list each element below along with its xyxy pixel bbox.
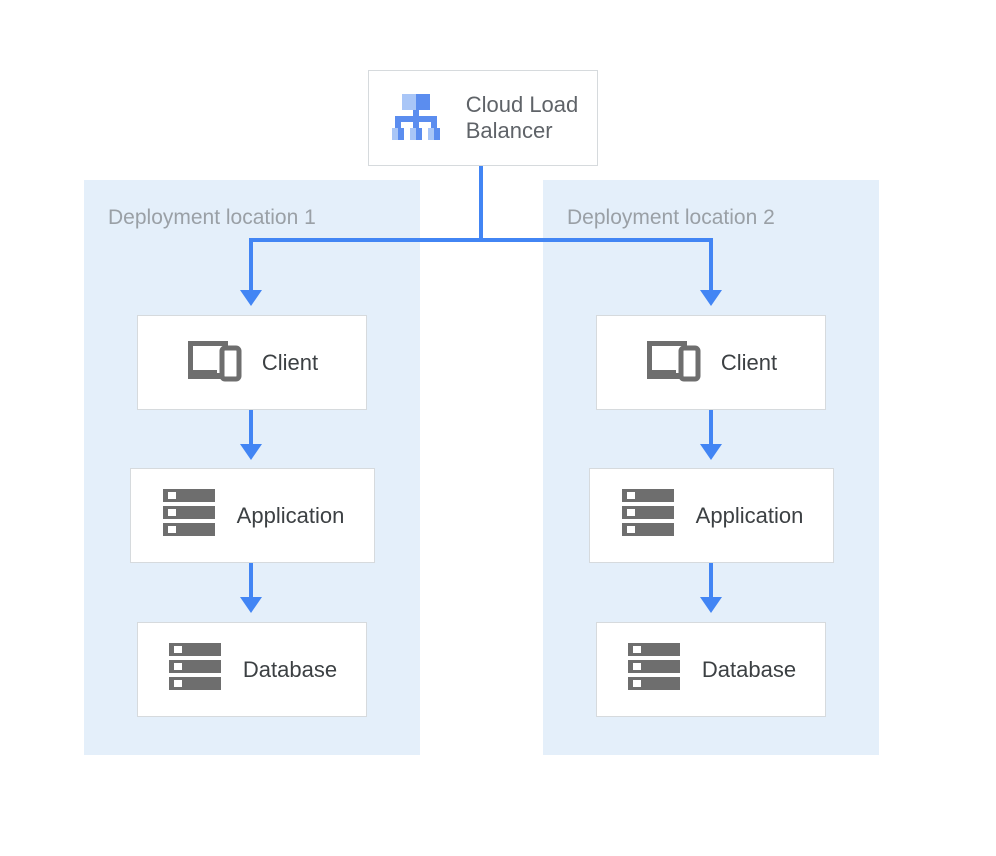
connector-client-2-to-application-2 <box>709 410 713 448</box>
connector-horizontal-bus <box>249 238 713 242</box>
node-application-1[interactable]: Application <box>130 468 375 563</box>
node-cloud-load-balancer[interactable]: Cloud Load Balancer <box>368 70 598 166</box>
cloud-load-balancer-icon <box>388 88 444 149</box>
node-label-database-1: Database <box>242 656 338 682</box>
connector-client-1-to-application-1 <box>249 410 253 448</box>
arrow-application-2-to-database-2 <box>700 597 722 613</box>
node-label-cloud-load-balancer: Cloud Load Balancer <box>465 92 579 143</box>
node-application-2[interactable]: Application <box>589 468 834 563</box>
connector-lb-stem <box>479 166 483 242</box>
arrow-lb-to-client-1 <box>240 290 262 306</box>
node-label-application-2: Application <box>695 502 804 528</box>
connector-lb-to-client-2 <box>709 238 713 292</box>
arrow-client-1-to-application-1 <box>240 444 262 460</box>
connector-application-2-to-database-2 <box>709 563 713 601</box>
server-stack-icon <box>167 641 223 698</box>
arrow-lb-to-client-2 <box>700 290 722 306</box>
client-devices-icon <box>645 335 701 390</box>
client-devices-icon <box>186 335 242 390</box>
zone-label-2: Deployment location 2 <box>567 206 775 229</box>
arrow-client-2-to-application-2 <box>700 444 722 460</box>
node-client-1[interactable]: Client <box>137 315 367 410</box>
connector-application-1-to-database-1 <box>249 563 253 601</box>
server-stack-icon <box>620 487 676 544</box>
server-stack-icon <box>161 487 217 544</box>
node-database-2[interactable]: Database <box>596 622 826 717</box>
node-label-database-2: Database <box>701 656 797 682</box>
node-database-1[interactable]: Database <box>137 622 367 717</box>
node-client-2[interactable]: Client <box>596 315 826 410</box>
zone-label-1: Deployment location 1 <box>108 206 316 229</box>
node-label-client-1: Client <box>261 349 319 375</box>
node-label-application-1: Application <box>236 502 345 528</box>
arrow-application-1-to-database-1 <box>240 597 262 613</box>
node-label-client-2: Client <box>720 349 778 375</box>
server-stack-icon <box>626 641 682 698</box>
connector-lb-to-client-1 <box>249 238 253 292</box>
